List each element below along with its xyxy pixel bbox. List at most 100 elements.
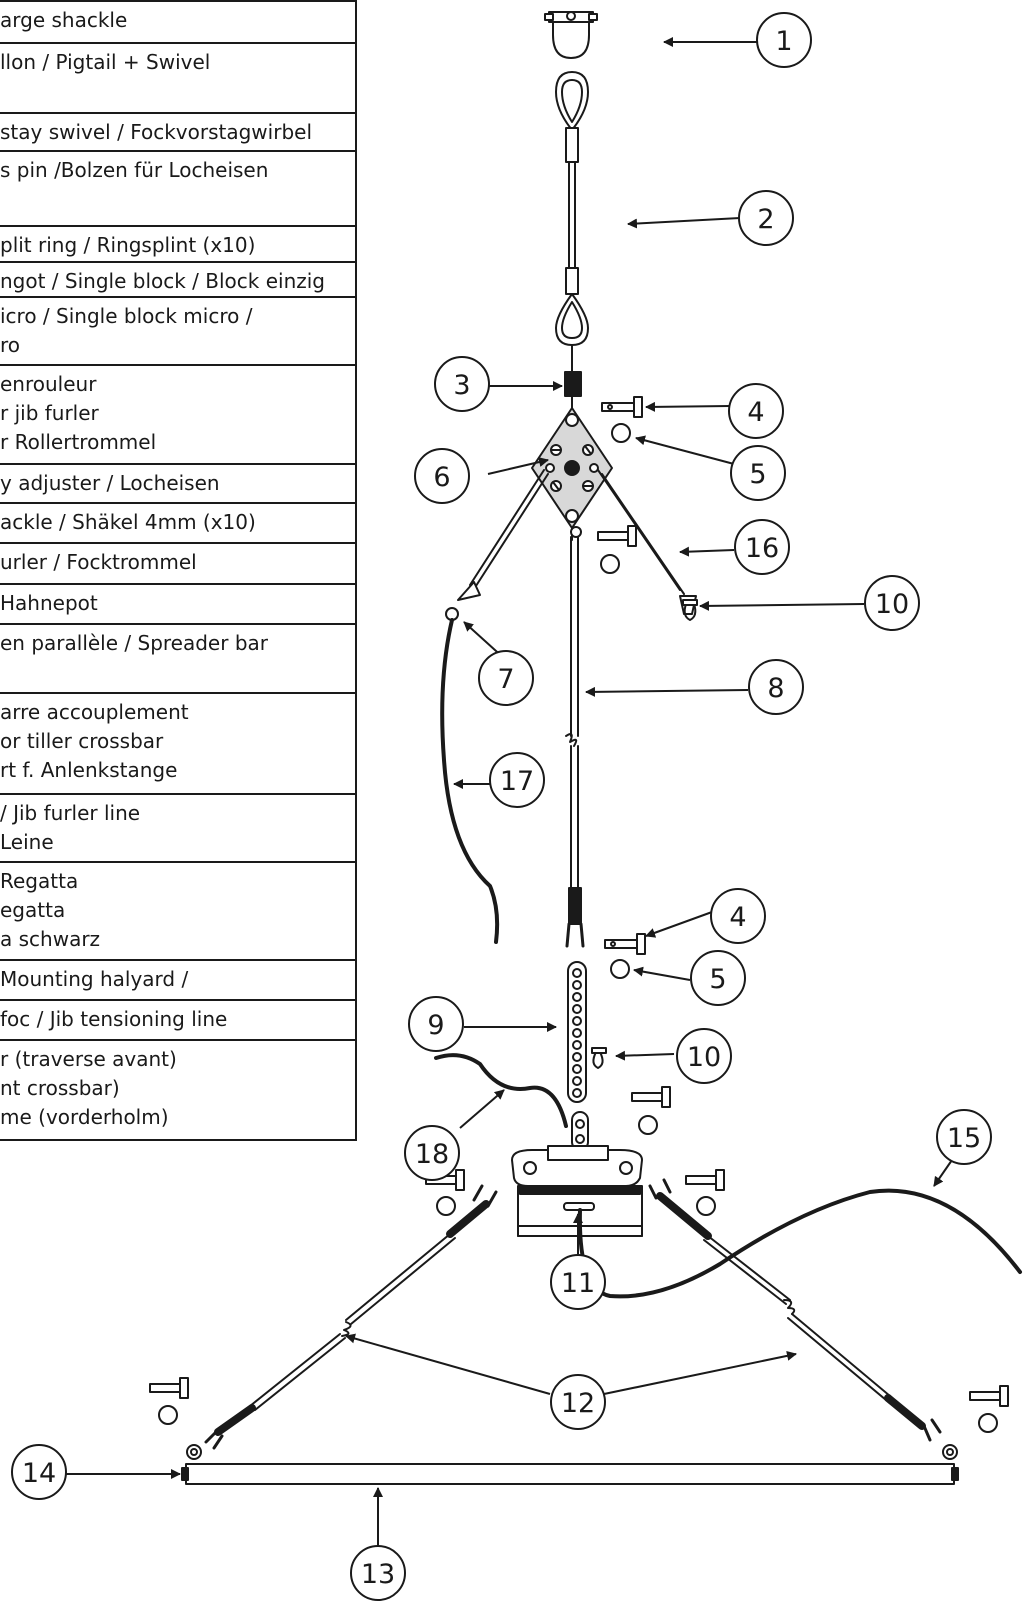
callout-4: 4 <box>728 383 784 439</box>
row-text: arge shackle <box>0 8 128 32</box>
right-tiller-rod-icon <box>648 1178 942 1442</box>
callout-7: 7 <box>478 650 534 706</box>
callout-1: 1 <box>756 12 812 68</box>
row-text: y adjuster / Locheisen <box>0 471 220 495</box>
row-text: Regatta <box>0 869 79 893</box>
table-row: icro / Single block micro /ro <box>0 298 355 366</box>
stay-adjuster-icon <box>567 961 587 1103</box>
row-text: en parallèle / Spreader bar <box>0 631 268 655</box>
callout-12: 12 <box>550 1374 606 1430</box>
clevis-pin-icon <box>597 531 629 541</box>
callout-18: 18 <box>404 1125 460 1181</box>
row-text: r jib furler <box>0 401 99 425</box>
table-row: Mounting halyard / <box>0 961 355 1001</box>
row-text: arre accouplement <box>0 700 189 724</box>
small-shackle-icon <box>682 599 698 621</box>
pigtail-cable-icon <box>555 71 589 373</box>
row-text: rt f. Anlenkstange <box>0 758 178 782</box>
clevis-pin-icon <box>604 939 638 949</box>
row-text: ackle / Shäkel 4mm (x10) <box>0 510 256 534</box>
table-row: stay swivel / Fockvorstagwirbel <box>0 114 355 152</box>
table-row: arge shackle <box>0 0 355 44</box>
split-ring-icon <box>610 959 630 979</box>
svg-text:18: 18 <box>415 1139 449 1170</box>
row-text: Leine <box>0 830 54 854</box>
split-ring-icon <box>638 1115 658 1135</box>
table-row: en parallèle / Spreader bar <box>0 625 355 694</box>
table-row: ackle / Shäkel 4mm (x10) <box>0 504 355 544</box>
svg-text:4: 4 <box>747 397 764 428</box>
table-row: s pin /Bolzen für Locheisen <box>0 152 355 227</box>
split-ring-icon <box>158 1405 178 1425</box>
svg-text:1: 1 <box>775 26 792 57</box>
svg-text:7: 7 <box>497 664 514 695</box>
row-text: enrouleur <box>0 372 97 396</box>
row-text: foc / Jib tensioning line <box>0 1007 228 1031</box>
callout-13: 13 <box>350 1545 406 1601</box>
left-tiller-rod-icon <box>204 1184 498 1450</box>
adjustment-line-icon <box>565 526 585 948</box>
svg-text:17: 17 <box>500 766 534 797</box>
svg-text:2: 2 <box>757 204 774 235</box>
row-text: icro / Single block micro / <box>0 304 253 328</box>
svg-text:5: 5 <box>749 459 766 490</box>
callout-16: 16 <box>734 519 790 575</box>
svg-text:15: 15 <box>947 1123 981 1154</box>
row-text: r Rollertrommel <box>0 430 157 454</box>
callout-6: 6 <box>414 448 470 504</box>
callout-15: 15 <box>936 1109 992 1165</box>
table-row: foc / Jib tensioning line <box>0 1001 355 1041</box>
row-text: urler / Focktrommel <box>0 550 197 574</box>
table-row: llon / Pigtail + Swivel <box>0 44 355 114</box>
table-row: Regatta egatta a schwarz <box>0 863 355 961</box>
callout-14: 14 <box>11 1444 67 1500</box>
svg-text:14: 14 <box>22 1458 56 1489</box>
block-plate-icon <box>531 407 613 541</box>
callout-3: 3 <box>434 356 490 412</box>
callout-10: 10 <box>676 1028 732 1084</box>
row-text: s pin /Bolzen für Locheisen <box>0 158 269 182</box>
row-text: egatta <box>0 898 66 922</box>
svg-text:6: 6 <box>433 462 450 493</box>
callouts: 1 2 3 4 5 6 16 10 7 8 17 4 5 9 10 18 15 … <box>11 12 992 1601</box>
table-row: enrouleur r jib furler r Rollertrommel <box>0 366 355 465</box>
svg-text:9: 9 <box>427 1010 444 1041</box>
svg-text:16: 16 <box>745 533 779 564</box>
row-text: r (traverse avant) <box>0 1047 177 1071</box>
callout-5: 5 <box>690 950 746 1006</box>
svg-text:11: 11 <box>561 1268 595 1299</box>
split-ring-icon <box>696 1196 716 1216</box>
row-text: Mounting halyard / <box>0 967 189 991</box>
row-text: plit ring / Ringsplint (x10) <box>0 233 256 257</box>
row-text: Hahnepot <box>0 591 98 615</box>
callout-10: 10 <box>864 575 920 631</box>
callout-5: 5 <box>730 445 786 501</box>
clevis-pin-icon <box>969 1391 1001 1401</box>
split-ring-icon <box>978 1413 998 1433</box>
table-row: urler / Focktrommel <box>0 544 355 585</box>
table-row: y adjuster / Locheisen <box>0 465 355 504</box>
svg-text:10: 10 <box>687 1042 721 1073</box>
svg-text:10: 10 <box>875 589 909 620</box>
svg-text:5: 5 <box>709 964 726 995</box>
callout-17: 17 <box>489 752 545 808</box>
svg-text:13: 13 <box>361 1559 395 1590</box>
table-row: ngot / Single block / Block einzig <box>0 263 355 298</box>
row-text: or tiller crossbar <box>0 729 164 753</box>
callout-9: 9 <box>408 996 464 1052</box>
swivel-icon <box>564 371 582 397</box>
split-ring-icon <box>436 1196 456 1216</box>
row-text: a schwarz <box>0 927 101 951</box>
row-text: ngot / Single block / Block einzig <box>0 269 325 293</box>
furler-line-icon <box>440 618 500 944</box>
split-ring-icon <box>611 423 631 443</box>
clevis-pin-icon <box>685 1175 717 1185</box>
row-text: nt crossbar) <box>0 1076 120 1100</box>
callout-4: 4 <box>710 888 766 944</box>
row-text: stay swivel / Fockvorstagwirbel <box>0 120 313 144</box>
svg-text:12: 12 <box>561 1388 595 1419</box>
callout-2: 2 <box>738 190 794 246</box>
callout-8: 8 <box>748 659 804 715</box>
